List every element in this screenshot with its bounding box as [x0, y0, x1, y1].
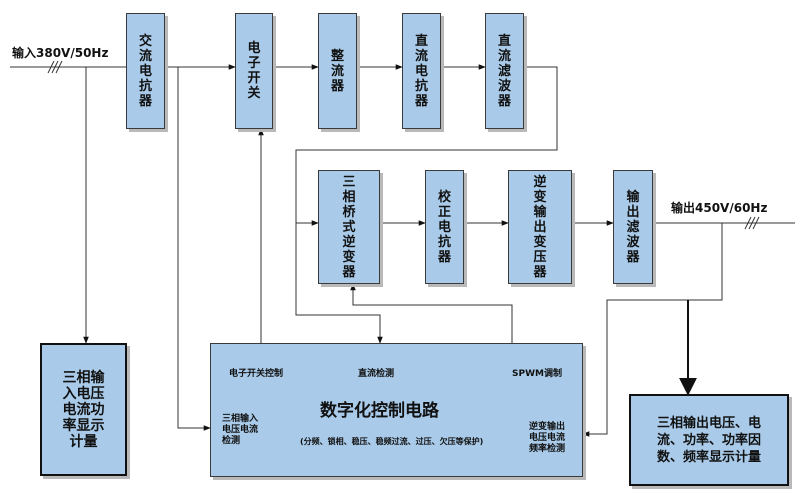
output-tick-1	[744, 216, 752, 230]
output-filter-block: 输出滤波器	[613, 170, 653, 284]
dc-detect-label: 直流检测	[358, 369, 395, 379]
wire-to-output-detect	[582, 223, 723, 437]
input-display-label: 三相输入电压电流功率显示计量	[62, 369, 105, 450]
input-tick-2	[51, 60, 59, 74]
input-tick-3	[55, 60, 63, 74]
output-detect-label: 逆变输出 电压电流 频率检测	[529, 422, 566, 454]
dc-reactor-block: 直流电抗器	[402, 13, 441, 129]
wire-to-input-detect	[177, 67, 211, 431]
dc-filter-label: 直流滤波器	[497, 33, 511, 109]
control-subtitle: (分频、锁相、稳压、稳频过流、过压、欠压等保护)	[300, 437, 484, 446]
inverter-output-transformer-block: 逆变输出变压器	[508, 170, 572, 284]
dc-reactor-label: 直流电抗器	[414, 33, 428, 109]
inverter-output-transformer-label: 逆变输出变压器	[533, 174, 547, 280]
output-filter-label: 输出滤波器	[626, 189, 640, 265]
ac-reactor-block: 交流电抗器	[126, 13, 165, 129]
input-tick-1	[47, 60, 55, 74]
correction-reactor-block: 校正电抗器	[425, 170, 464, 284]
output-tick-2	[748, 216, 756, 230]
wire-dcfilter-inverter	[295, 66, 558, 226]
output-display-label: 三相输出电压、电流、功率、功率因数、频率显示计量	[657, 415, 762, 465]
input-label: 输入380V/50Hz	[12, 46, 109, 60]
control-title: 数字化控制电路	[320, 401, 439, 421]
ac-reactor-label: 交流电抗器	[138, 33, 152, 109]
electronic-switch-label: 电子开关	[247, 41, 261, 101]
inverter-block: 三相桥式逆变器	[318, 170, 380, 284]
output-display-block: 三相输出电压、电流、功率、功率因数、频率显示计量	[629, 394, 789, 486]
control-circuit-block	[210, 343, 583, 477]
output-label: 输出450V/60Hz	[671, 201, 768, 215]
output-tick-3	[752, 216, 760, 230]
electronic-switch-block: 电子开关	[235, 13, 273, 129]
dc-filter-block: 直流滤波器	[485, 13, 524, 129]
correction-reactor-label: 校正电抗器	[437, 189, 451, 265]
rectifier-label: 整流器	[330, 48, 344, 94]
rectifier-block: 整流器	[318, 13, 357, 129]
spwm-label: SPWM调制	[512, 369, 562, 379]
wire-to-dc-detect	[295, 223, 383, 344]
inverter-label: 三相桥式逆变器	[342, 174, 356, 280]
wire-spwm-inverter	[350, 283, 513, 343]
input-display-block: 三相输入电压电流功率显示计量	[40, 343, 127, 476]
switch-control-label: 电子开关控制	[229, 369, 284, 379]
input-detect-label: 三相输入 电压电流 检测	[222, 414, 259, 446]
